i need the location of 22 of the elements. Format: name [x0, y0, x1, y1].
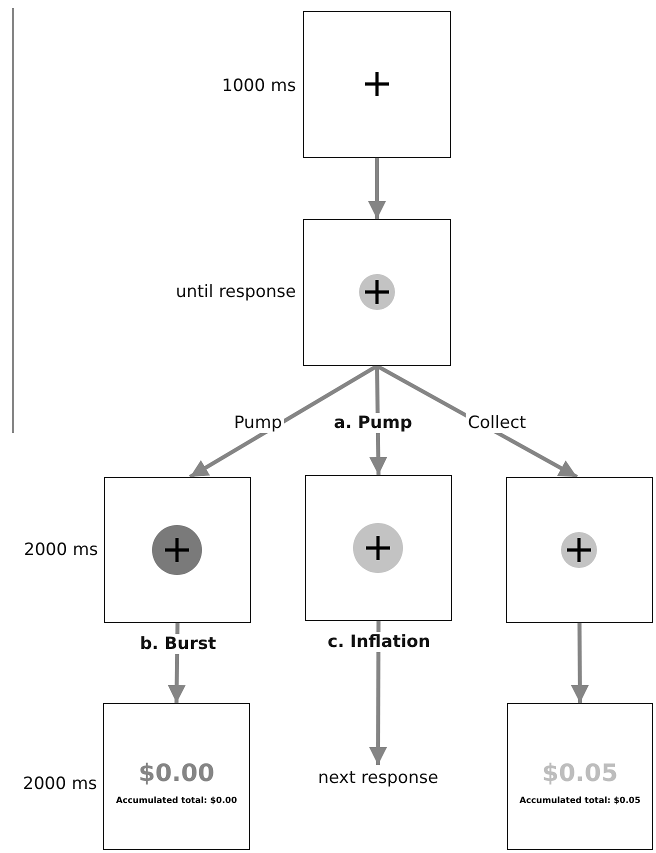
amount-text: $0.00 [138, 759, 216, 787]
amount-text: $0.05 [541, 759, 619, 787]
duration-label: 2000 ms [22, 774, 97, 794]
arrow [368, 158, 386, 219]
duration-label: 2000 ms [24, 540, 98, 560]
edge-label: Collect [466, 413, 528, 433]
flow-text: next response [318, 765, 438, 791]
edge-label: a. Pump [332, 413, 414, 433]
duration-label: 1000 ms [222, 76, 296, 96]
arrow [369, 621, 388, 765]
screen-box [303, 219, 451, 366]
screen-box [303, 11, 451, 158]
screen-box [506, 477, 653, 623]
total-text: Accumulated total: $0.05 [518, 796, 642, 806]
screen-box [104, 477, 251, 623]
duration-label: until response [176, 282, 296, 302]
screen-box [305, 475, 452, 621]
total-text: Accumulated total: $0.00 [115, 796, 238, 806]
feedback-screen-box [507, 703, 653, 850]
condition-label: c. Inflation [326, 632, 432, 652]
arrow [570, 622, 589, 704]
feedback-screen-box [103, 703, 250, 850]
